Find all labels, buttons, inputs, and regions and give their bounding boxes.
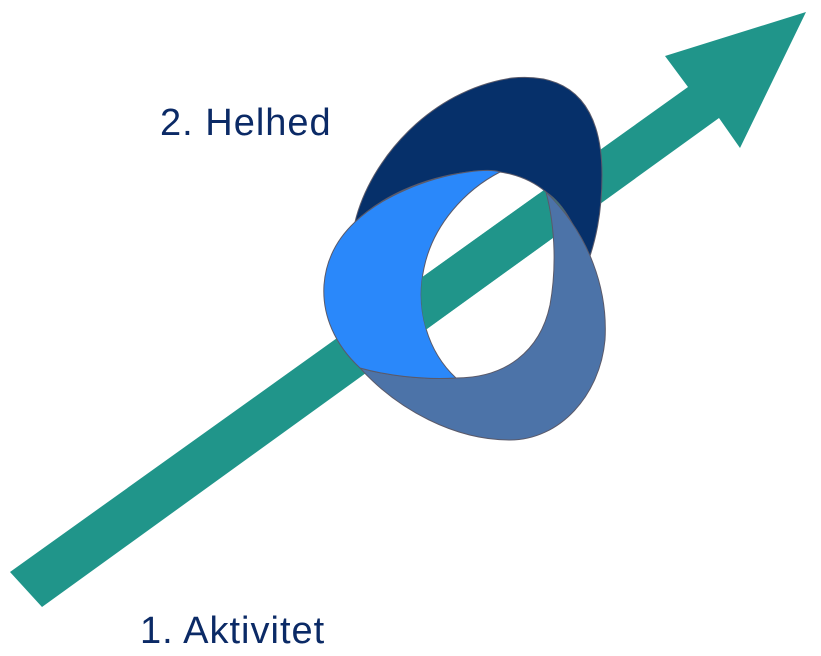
label-helhed: 2. Helhed bbox=[160, 102, 332, 144]
label-aktivitet: 1. Aktivitet bbox=[140, 610, 326, 652]
